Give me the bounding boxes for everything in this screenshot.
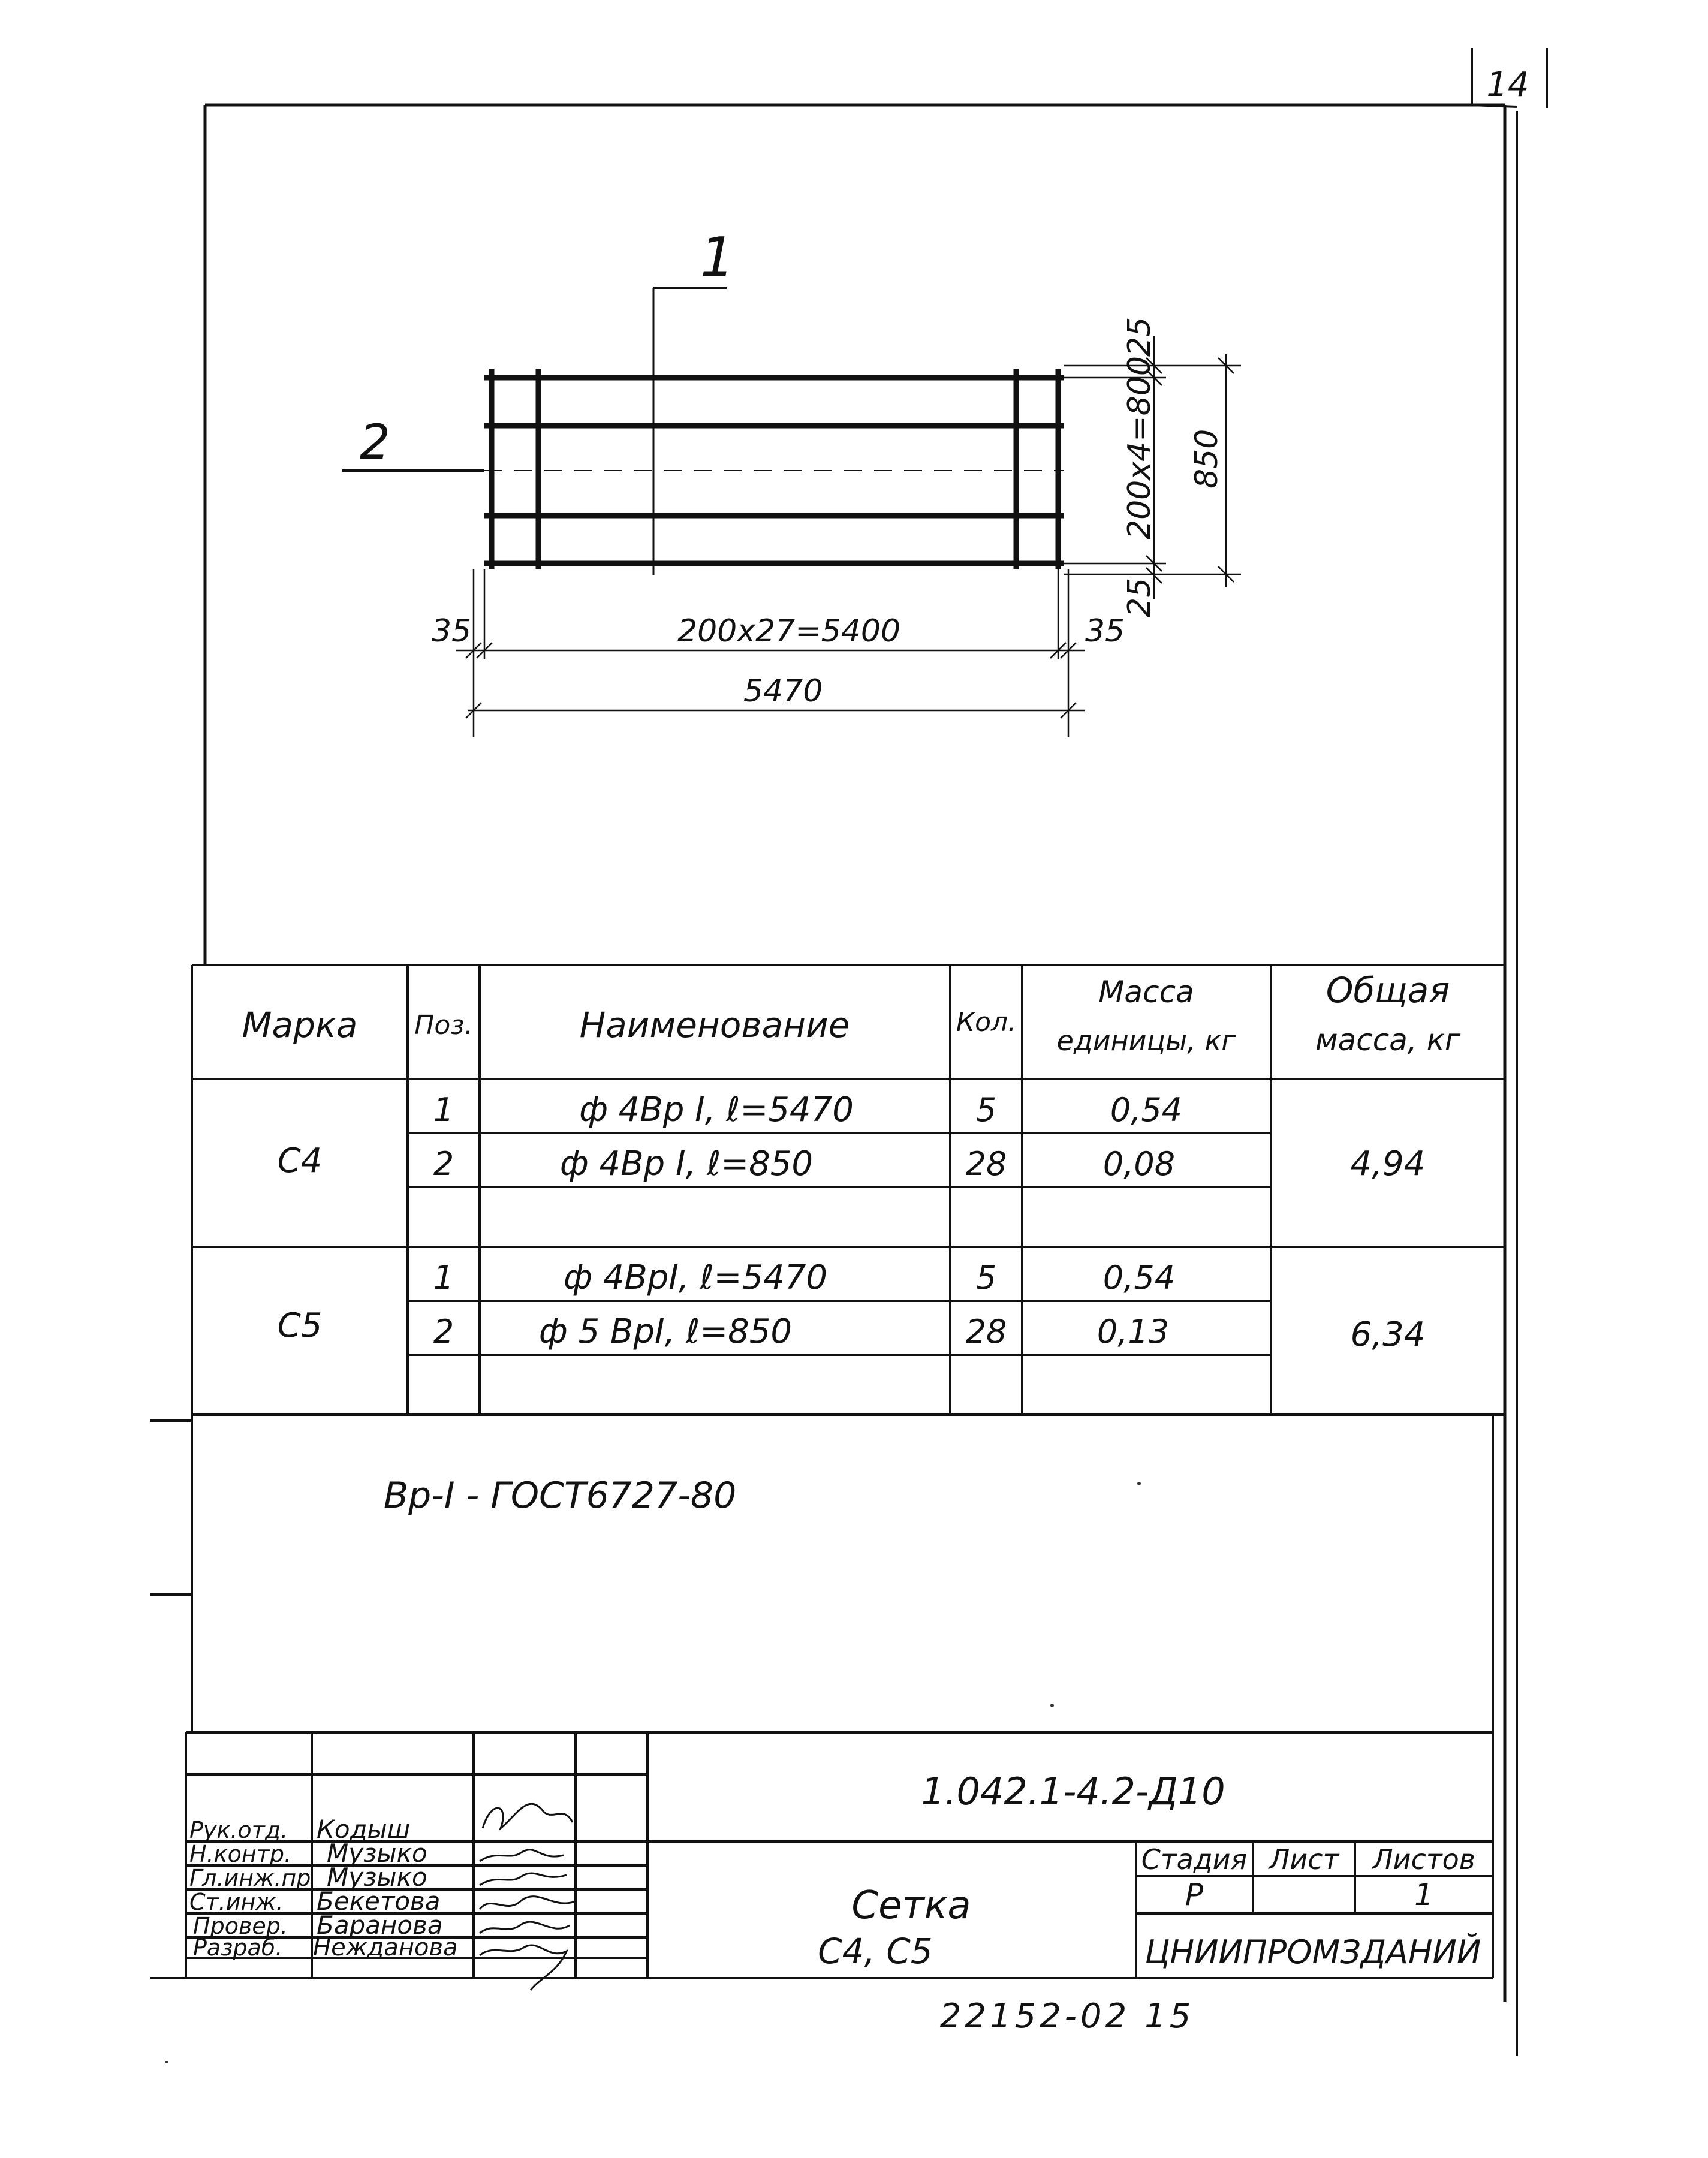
- section-label-2: 2: [360, 414, 390, 470]
- stage-label: Стадия: [1141, 1843, 1247, 1876]
- header-total-mass-1: Общая: [1326, 970, 1450, 1011]
- dim-left: 35: [432, 613, 471, 649]
- dim-right: 35: [1085, 613, 1125, 649]
- sheet-number: 14: [1486, 65, 1529, 104]
- row-qty: 5: [976, 1091, 996, 1129]
- staff-role: Провер.: [193, 1913, 288, 1939]
- title-block-grid: [150, 1731, 1494, 1979]
- group-total-mass: 6,34: [1351, 1315, 1426, 1354]
- staff-name: Баранова: [317, 1910, 443, 1940]
- row-name: ф 4ВрI, ℓ=5470: [564, 1258, 827, 1297]
- organization: ЦНИИПРОМЗДАНИЙ: [1145, 1933, 1481, 1971]
- section-label-1: 1: [700, 226, 734, 289]
- dim-inner-horizontal: 200x27=5400: [677, 613, 900, 649]
- sheets-label: Листов: [1371, 1843, 1475, 1876]
- header-name: Наименование: [580, 1005, 850, 1045]
- material-note: Вр-I - ГОСТ6727-80: [384, 1475, 736, 1517]
- staff-name: Музыко: [327, 1838, 427, 1868]
- group-total-mass: 4,94: [1351, 1144, 1426, 1183]
- group-mark: С5: [278, 1306, 323, 1345]
- row-name: ф 4Вр I, ℓ=5470: [579, 1090, 854, 1129]
- spec-table: Марка Поз. Наименование Кол. Масса едини…: [191, 964, 1506, 1416]
- mesh-longitudinal-bars: [484, 375, 1064, 566]
- header-total-mass-2: масса, кг: [1315, 1023, 1461, 1057]
- document-code: 1.042.1-4.2-Д10: [921, 1770, 1225, 1813]
- signatures: [478, 1803, 576, 1991]
- note-area: [150, 1415, 1494, 1732]
- row-pos: 1: [433, 1259, 454, 1297]
- staff-name: Кодыш: [317, 1815, 410, 1844]
- row-qty: 5: [976, 1259, 996, 1297]
- title-line-2: С4, С5: [818, 1931, 933, 1972]
- spec-table-grid: [191, 964, 1506, 1416]
- sheet-label: Лист: [1268, 1843, 1340, 1876]
- stage-value: Р: [1185, 1877, 1204, 1912]
- row-unit-mass: 0,54: [1103, 1259, 1175, 1297]
- row-name: ф 5 ВрI, ℓ=850: [539, 1312, 792, 1351]
- header-unit-mass-1: Масса: [1098, 975, 1194, 1009]
- row-unit-mass: 0,54: [1110, 1091, 1182, 1129]
- header-unit-mass-2: единицы, кг: [1057, 1024, 1237, 1057]
- header-mark: Марка: [242, 1005, 358, 1045]
- dim-top: 25: [1122, 317, 1158, 357]
- mesh-transverse-bars: [489, 369, 1061, 569]
- dim-inner-vertical: 200x4=800: [1122, 356, 1158, 540]
- title-block: 1.042.1-4.2-Д10 Сетка С4, С5 Стадия Лист…: [150, 1731, 1494, 1991]
- dim-bottom: 25: [1122, 578, 1158, 617]
- footer-number: 22152-02 15: [940, 1997, 1195, 2036]
- row-name: ф 4Вр I, ℓ=850: [560, 1144, 813, 1183]
- staff-role: Н.контр.: [189, 1841, 291, 1867]
- staff-role: Гл.инж.пр: [189, 1865, 311, 1891]
- row-pos: 2: [433, 1145, 454, 1183]
- mesh-drawing: 1 2 25 200x4=800 850 25: [342, 226, 1241, 737]
- vertical-dimensions: [1064, 336, 1241, 599]
- row-unit-mass: 0,08: [1103, 1145, 1175, 1183]
- row-pos: 1: [433, 1091, 454, 1129]
- staff-role: Ст.инж.: [189, 1889, 284, 1915]
- horizontal-dimensions: [456, 569, 1085, 737]
- header-qty: Кол.: [956, 1007, 1016, 1038]
- section-mark-1: [652, 287, 727, 575]
- staff-name: Нежданова: [313, 1934, 458, 1961]
- row-qty: 28: [966, 1313, 1007, 1351]
- staff-role: Разраб.: [193, 1934, 282, 1961]
- group-mark: С4: [278, 1141, 323, 1180]
- header-pos: Поз.: [414, 1010, 472, 1041]
- staff-name: Бекетова: [317, 1886, 441, 1916]
- dim-total-vertical: 850: [1189, 429, 1225, 489]
- row-pos: 2: [433, 1313, 454, 1351]
- row-unit-mass: 0,13: [1097, 1313, 1169, 1351]
- row-qty: 28: [966, 1145, 1007, 1183]
- staff-name: Музыко: [327, 1862, 427, 1892]
- sheets-value: 1: [1414, 1877, 1433, 1912]
- title-line-1: Сетка: [851, 1883, 971, 1928]
- staff-role: Рук.отд.: [189, 1817, 288, 1843]
- dim-total-horizontal: 5470: [743, 673, 823, 709]
